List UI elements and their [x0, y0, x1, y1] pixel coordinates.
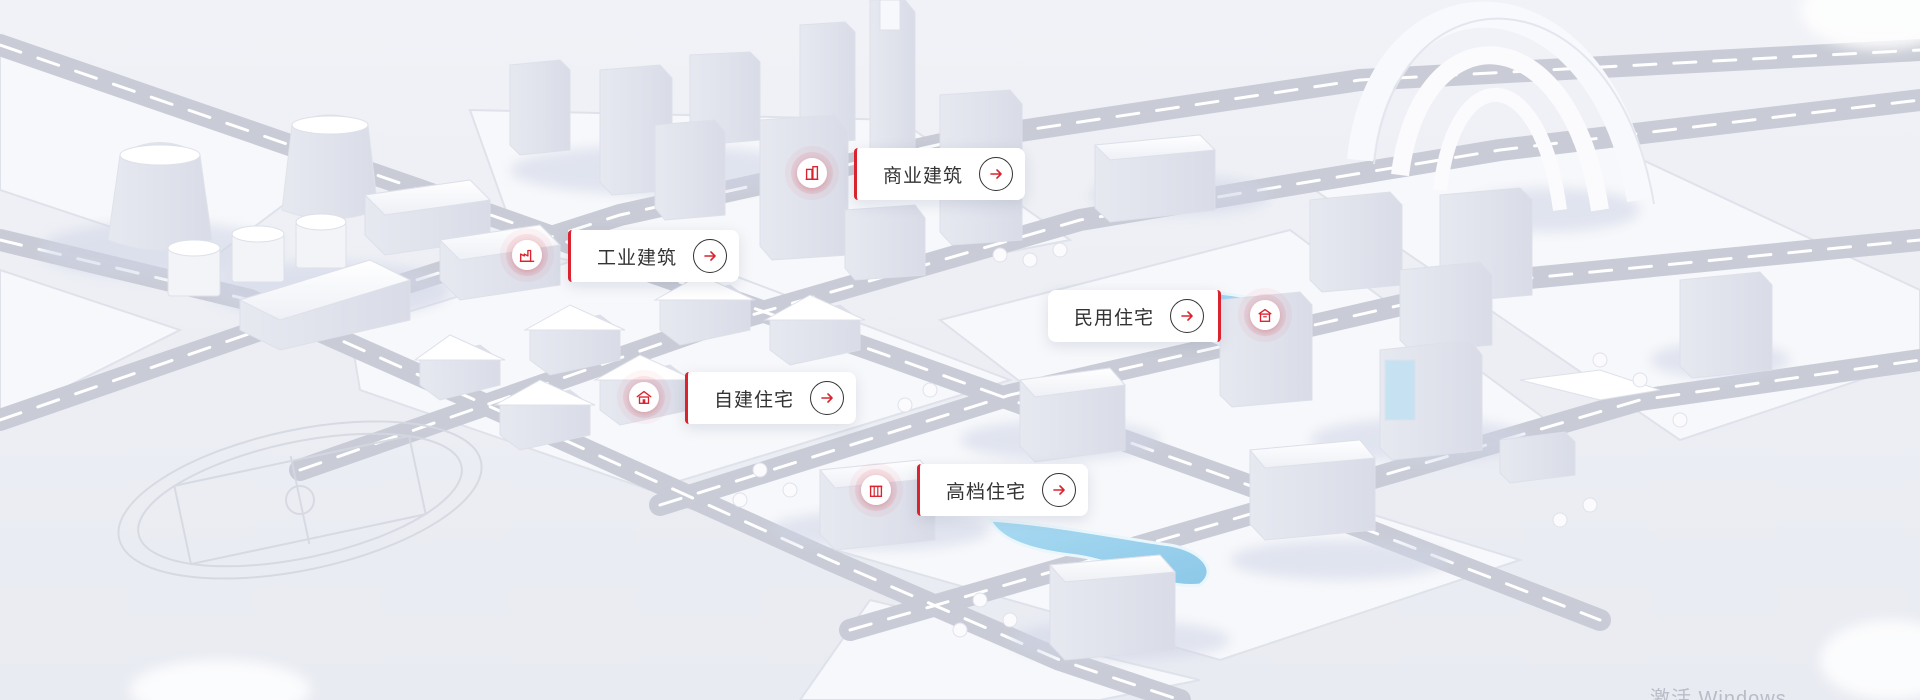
selfbuilt-marker[interactable] [629, 382, 659, 412]
premium-marker[interactable] [861, 475, 891, 505]
apartment-icon [1258, 308, 1272, 322]
hotspot-label: 自建住宅 [714, 389, 795, 411]
arrow-right-icon[interactable] [810, 381, 845, 415]
factory-icon [519, 249, 535, 262]
hotspot-card-selfbuilt[interactable]: 自建住宅 [685, 372, 857, 424]
arrow-right-icon[interactable] [1042, 473, 1077, 507]
hotspot-label: 工业建筑 [597, 247, 678, 269]
windows-activation-watermark: 激活 Windows [1650, 688, 1787, 700]
shopping-building-icon [805, 166, 819, 180]
arrow-right-icon[interactable] [693, 239, 728, 273]
villa-icon [869, 485, 883, 497]
arrow-right-icon[interactable] [979, 157, 1014, 191]
house-icon [636, 390, 652, 404]
hotspot-card-industrial[interactable]: 工业建筑 [568, 230, 740, 282]
hotspot-label: 商业建筑 [883, 165, 964, 187]
commercial-marker[interactable] [797, 158, 827, 188]
hotspot-label: 高档住宅 [946, 481, 1027, 503]
hotspot-card-commercial[interactable]: 商业建筑 [854, 148, 1026, 200]
hotspot-card-premium[interactable]: 高档住宅 [917, 464, 1089, 516]
hotspot-card-civil[interactable]: 民用住宅 [1048, 290, 1222, 342]
hotspot-label: 民用住宅 [1074, 307, 1155, 329]
industrial-marker[interactable] [512, 240, 542, 270]
civil-marker[interactable] [1250, 300, 1280, 330]
arrow-right-icon[interactable] [1170, 299, 1205, 333]
